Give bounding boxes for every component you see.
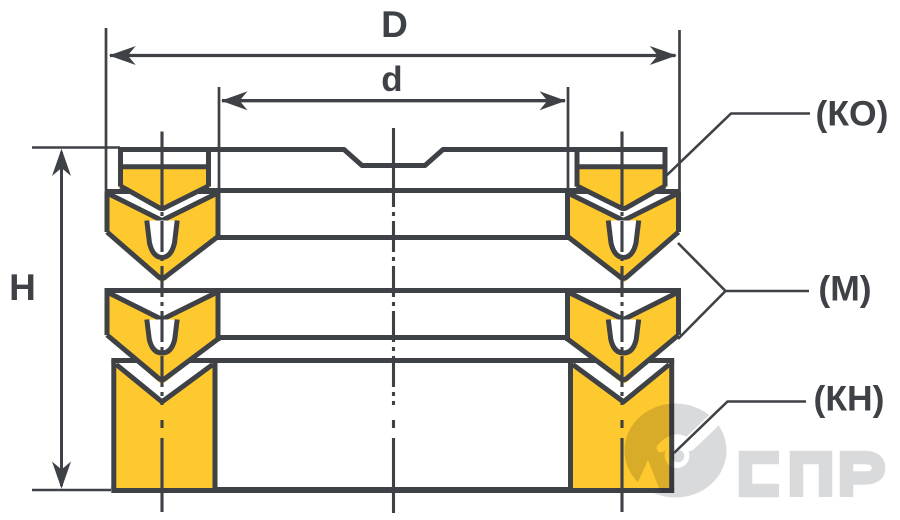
svg-text:H: H (9, 267, 36, 308)
svg-text:(КО): (КО) (816, 94, 889, 134)
svg-text:D: D (381, 4, 408, 45)
svg-text:d: d (381, 60, 402, 99)
svg-text:(М): (М) (818, 269, 871, 309)
svg-text:(КН): (КН) (814, 379, 885, 419)
